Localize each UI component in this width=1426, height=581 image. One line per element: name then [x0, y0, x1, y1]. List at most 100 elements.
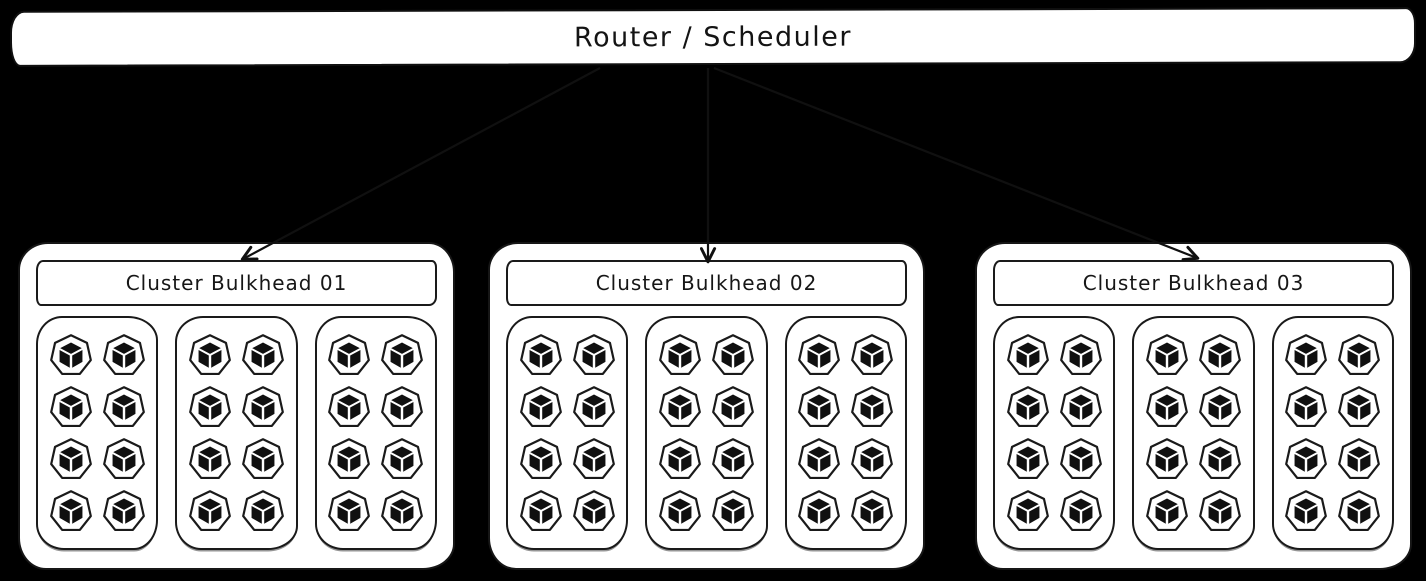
pod-icon[interactable]: [519, 489, 563, 533]
pod-icon[interactable]: [1006, 437, 1050, 481]
pod-icon[interactable]: [1198, 489, 1242, 533]
cluster-bulkhead-01[interactable]: Cluster Bulkhead 01: [18, 242, 455, 570]
pod-icon[interactable]: [797, 437, 841, 481]
pod-icon[interactable]: [1284, 385, 1328, 429]
pod-icon[interactable]: [327, 333, 371, 377]
pod-icon[interactable]: [1006, 489, 1050, 533]
pod-icon[interactable]: [49, 489, 93, 533]
pod-icon[interactable]: [327, 385, 371, 429]
pod-icon[interactable]: [1198, 385, 1242, 429]
pod-icon[interactable]: [1145, 333, 1189, 377]
pod-icon[interactable]: [711, 385, 755, 429]
pod-icon[interactable]: [711, 333, 755, 377]
pod-icon[interactable]: [1198, 437, 1242, 481]
pod-icon[interactable]: [1059, 489, 1103, 533]
pod-cube-icon: [1285, 438, 1328, 480]
pod-icon[interactable]: [519, 437, 563, 481]
pod-icon[interactable]: [711, 437, 755, 481]
pod-icon[interactable]: [519, 385, 563, 429]
pod-icon[interactable]: [102, 489, 146, 533]
pod-icon[interactable]: [102, 437, 146, 481]
cluster-bulkhead-02[interactable]: Cluster Bulkhead 02: [488, 242, 925, 570]
pod-icon[interactable]: [1337, 489, 1381, 533]
cluster-bulkhead-03[interactable]: Cluster Bulkhead 03: [975, 242, 1412, 570]
pod-icon[interactable]: [380, 489, 424, 533]
pod-icon[interactable]: [1337, 385, 1381, 429]
pod-cube-icon: [659, 386, 701, 428]
pod-cube-icon: [328, 334, 371, 376]
pod-icon[interactable]: [711, 489, 755, 533]
pod-icon[interactable]: [327, 489, 371, 533]
pod-cube-icon: [1338, 386, 1381, 428]
pod-icon[interactable]: [380, 385, 424, 429]
pod-icon[interactable]: [850, 437, 894, 481]
pod-icon[interactable]: [188, 385, 232, 429]
pod-icon[interactable]: [1006, 333, 1050, 377]
pod-icon[interactable]: [797, 489, 841, 533]
pod-icon[interactable]: [572, 385, 616, 429]
pod-icon[interactable]: [102, 385, 146, 429]
pod-icon[interactable]: [519, 333, 563, 377]
pod-icon[interactable]: [380, 333, 424, 377]
pod-icon[interactable]: [1337, 333, 1381, 377]
pod-icon[interactable]: [1284, 489, 1328, 533]
pod-icon[interactable]: [1006, 385, 1050, 429]
pod-cube-icon: [851, 334, 894, 376]
pod-cube-icon: [572, 386, 615, 428]
pod-icon[interactable]: [850, 489, 894, 533]
pod-cube-icon: [519, 438, 562, 480]
pod-group-3[interactable]: [1271, 316, 1394, 550]
pod-icon[interactable]: [1337, 437, 1381, 481]
pod-group-2[interactable]: [645, 316, 768, 550]
pod-icon[interactable]: [1284, 333, 1328, 377]
pod-group-3[interactable]: [784, 316, 907, 550]
pod-icon[interactable]: [850, 333, 894, 377]
pod-icon[interactable]: [102, 333, 146, 377]
pod-icon[interactable]: [1059, 333, 1103, 377]
pod-icon[interactable]: [572, 489, 616, 533]
pod-icon[interactable]: [572, 437, 616, 481]
pod-group-2[interactable]: [175, 316, 298, 550]
pod-icon[interactable]: [797, 333, 841, 377]
pod-icon[interactable]: [1145, 385, 1189, 429]
pod-icon[interactable]: [658, 385, 702, 429]
pod-icon[interactable]: [327, 437, 371, 481]
pod-icon[interactable]: [188, 437, 232, 481]
pod-icon[interactable]: [1059, 385, 1103, 429]
pod-icon[interactable]: [658, 437, 702, 481]
pod-icon[interactable]: [850, 385, 894, 429]
pod-cube-icon: [381, 438, 424, 480]
pod-icon[interactable]: [1284, 437, 1328, 481]
pod-icon[interactable]: [49, 333, 93, 377]
pod-icon[interactable]: [1145, 437, 1189, 481]
pod-cube-icon: [189, 386, 231, 428]
pod-icon[interactable]: [658, 333, 702, 377]
pod-icon[interactable]: [241, 333, 285, 377]
pod-icon[interactable]: [188, 489, 232, 533]
pod-group-1[interactable]: [36, 316, 159, 550]
pod-icon[interactable]: [380, 437, 424, 481]
pod-cube-icon: [242, 438, 284, 480]
pod-icon[interactable]: [572, 333, 616, 377]
pod-group-1[interactable]: [506, 316, 629, 550]
pod-icon[interactable]: [658, 489, 702, 533]
pod-group-1[interactable]: [993, 316, 1116, 550]
pod-icon[interactable]: [241, 489, 285, 533]
pod-icon[interactable]: [1145, 489, 1189, 533]
pod-icon[interactable]: [241, 437, 285, 481]
pod-icon[interactable]: [1059, 437, 1103, 481]
pod-cube-icon: [572, 490, 615, 532]
pod-icon[interactable]: [49, 385, 93, 429]
pod-group-2[interactable]: [1132, 316, 1255, 550]
pod-icon[interactable]: [241, 385, 285, 429]
pod-icon[interactable]: [1198, 333, 1242, 377]
pod-cube-icon: [851, 490, 894, 532]
pod-group-3[interactable]: [314, 316, 437, 550]
arrow-router-to-cluster-03: [713, 66, 1200, 262]
pod-cube-icon: [1146, 438, 1188, 480]
pod-icon[interactable]: [188, 333, 232, 377]
pod-icon[interactable]: [49, 437, 93, 481]
pod-cube-icon: [242, 334, 284, 376]
router-scheduler-box[interactable]: Router / Scheduler: [9, 7, 1417, 67]
pod-icon[interactable]: [797, 385, 841, 429]
